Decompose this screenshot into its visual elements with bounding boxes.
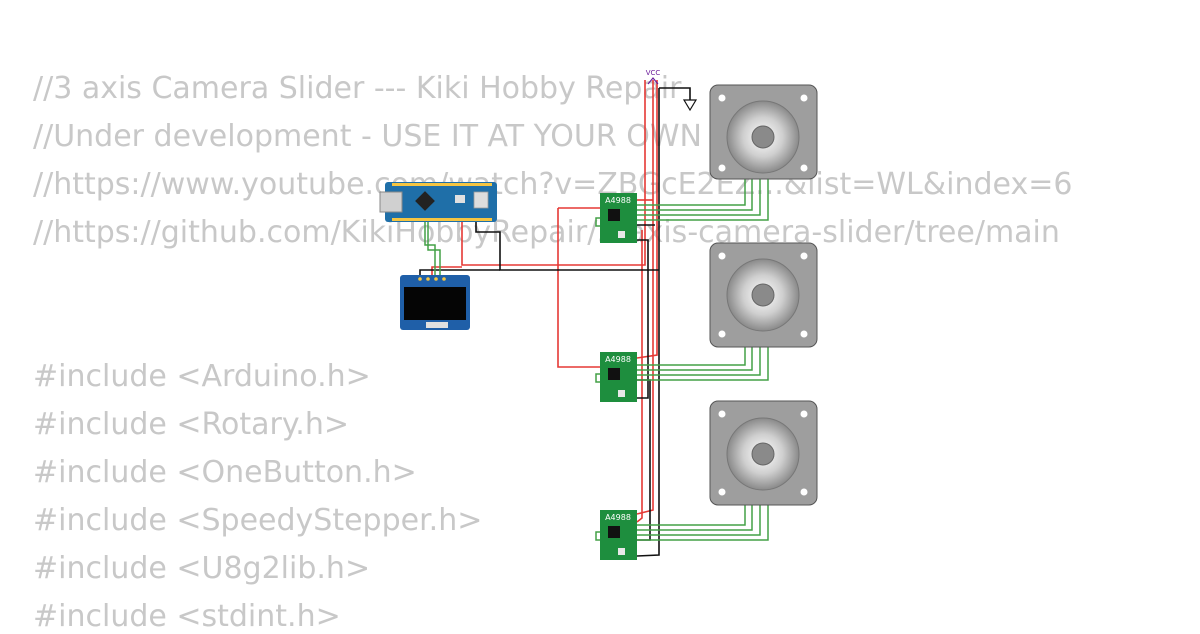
enable-wire-red bbox=[557, 208, 600, 368]
vcc-wire-driver2 bbox=[636, 80, 658, 359]
stepper-motor-1[interactable] bbox=[709, 84, 818, 180]
oled-sda-wire bbox=[424, 222, 436, 275]
usb-connector-icon bbox=[379, 191, 403, 213]
motor2-screw-icon bbox=[718, 252, 726, 260]
code-line-include-stdint: #include <stdint.h> bbox=[33, 599, 341, 634]
code-line-comment-github: //https://github.com/KikiHobbyRepair/3-a… bbox=[33, 215, 1060, 250]
stepper-motor-3[interactable] bbox=[709, 400, 818, 506]
oled-header-pins bbox=[418, 277, 446, 281]
motor1-shaft-icon bbox=[751, 125, 775, 149]
motor2-coil-b2 bbox=[637, 345, 769, 381]
code-line-include-rotary: #include <Rotary.h> bbox=[33, 407, 349, 442]
motor3-coil-a1 bbox=[637, 505, 746, 526]
code-line-include-speedystepper: #include <SpeedyStepper.h> bbox=[33, 503, 483, 538]
ground-icon bbox=[682, 99, 698, 112]
driver1-pot-icon bbox=[618, 231, 625, 238]
driver3-pot-icon bbox=[618, 548, 625, 555]
driver3-label: A4988 bbox=[605, 513, 631, 522]
driver3-chip-icon bbox=[608, 526, 620, 538]
code-line-comment-title: //3 axis Camera Slider --- Kiki Hobby Re… bbox=[33, 71, 682, 106]
motor1-coil-b2 bbox=[637, 178, 769, 221]
a4988-driver-3[interactable]: A4988 bbox=[600, 510, 637, 560]
code-line-comment-youtube: //https://www.youtube.com/watch?v=ZBGcE2… bbox=[33, 167, 1073, 202]
stepper-motor-2[interactable] bbox=[709, 242, 818, 348]
nano-chip-icon bbox=[415, 191, 435, 211]
motor3-coil-a2 bbox=[637, 505, 753, 531]
motor3-screw-icon bbox=[718, 410, 726, 418]
oled-scl-wire bbox=[427, 222, 441, 275]
arduino-nano[interactable] bbox=[379, 182, 497, 222]
driver1-step-loop bbox=[595, 217, 600, 227]
driver2-step-loop bbox=[595, 373, 600, 383]
nano-crystal-icon bbox=[455, 195, 465, 203]
motor3-coil-b1 bbox=[637, 505, 761, 536]
a4988-driver-2[interactable]: A4988 bbox=[600, 352, 637, 402]
motor1-coil-b1 bbox=[637, 178, 761, 216]
ground-symbol bbox=[682, 99, 698, 112]
motor3-coil-b2 bbox=[637, 505, 769, 541]
code-line-include-arduino: #include <Arduino.h> bbox=[33, 359, 371, 394]
gnd-wire-main bbox=[636, 88, 660, 557]
wires-green bbox=[424, 178, 769, 541]
driver3-step-loop bbox=[595, 531, 600, 541]
code-line-comment-warning: //Under development - USE IT AT YOUR OWN bbox=[33, 119, 702, 154]
oled-display[interactable] bbox=[400, 275, 470, 330]
gnd-wire-driver1-2 bbox=[637, 239, 649, 399]
motor1-coil-a2 bbox=[637, 178, 753, 211]
driver1-label: A4988 bbox=[605, 196, 631, 205]
motor2-coil-a2 bbox=[637, 345, 753, 371]
vcc-symbol: VCC bbox=[646, 69, 661, 85]
nano-reset-button-icon bbox=[473, 191, 489, 209]
nano-header-pins bbox=[392, 183, 492, 221]
gnd-wire-driver2-3 bbox=[637, 379, 651, 541]
oled-gnd-wire bbox=[419, 269, 500, 275]
driver2-chip-icon bbox=[608, 368, 620, 380]
code-line-include-onebutton: #include <OneButton.h> bbox=[33, 455, 417, 490]
motor2-coil-a1 bbox=[637, 345, 746, 366]
gnd-wire-nano bbox=[475, 222, 659, 271]
vcc-label: VCC bbox=[646, 69, 661, 77]
motor1-coil-a1 bbox=[637, 178, 746, 206]
motor3-shaft-icon bbox=[751, 442, 775, 466]
a4988-driver-1[interactable]: A4988 bbox=[600, 193, 637, 243]
driver2-label: A4988 bbox=[605, 355, 631, 364]
reset-wire-red bbox=[636, 230, 643, 523]
oled-vcc-wire bbox=[431, 266, 462, 275]
driver1-chip-icon bbox=[608, 209, 620, 221]
driver2-pot-icon bbox=[618, 390, 625, 397]
vcc-arrow-icon bbox=[647, 77, 659, 85]
motor1-screw-icon bbox=[718, 94, 726, 102]
motor2-coil-b1 bbox=[637, 345, 761, 376]
vcc-wire-nano bbox=[461, 80, 646, 266]
code-line-include-u8g2lib: #include <U8g2lib.h> bbox=[33, 551, 371, 586]
oled-ribbon bbox=[426, 322, 448, 328]
gnd-wire-top bbox=[659, 87, 691, 100]
wires-red bbox=[431, 80, 658, 523]
nano-board bbox=[385, 182, 497, 222]
oled-screen bbox=[404, 287, 466, 320]
motor2-shaft-icon bbox=[751, 283, 775, 307]
